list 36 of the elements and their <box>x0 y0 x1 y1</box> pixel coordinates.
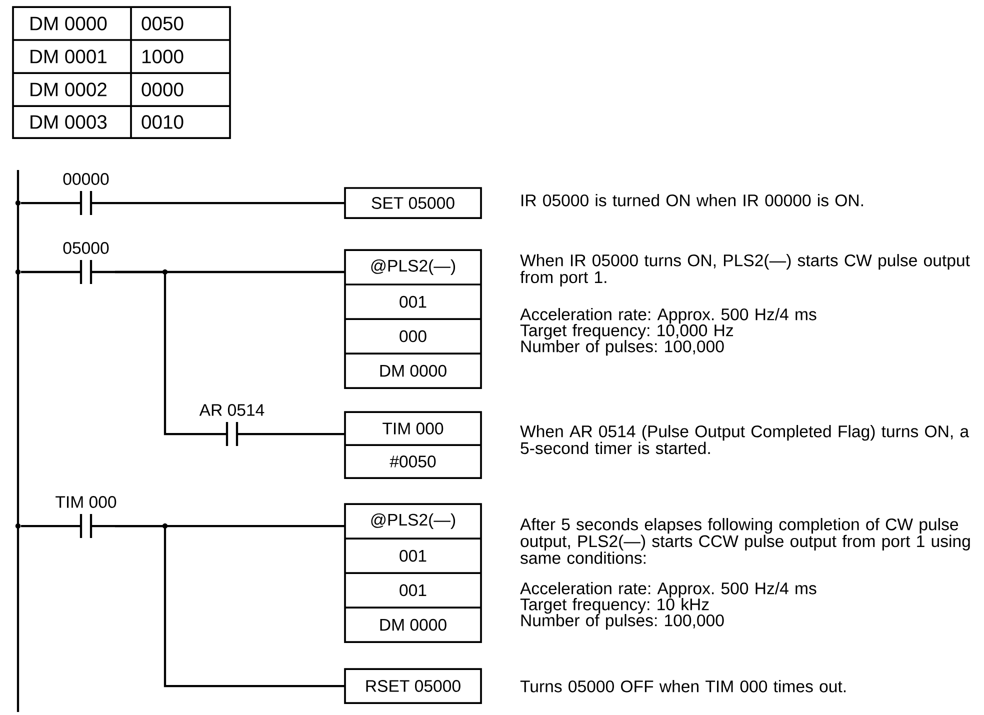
wire <box>261 432 345 436</box>
description-text: When AR 0514 (Pulse Output Completed Flag) turns ON, a 5-second timer is started. <box>520 425 970 454</box>
contact: AR 0514 <box>199 404 264 446</box>
wire <box>20 202 59 204</box>
table-cell-text: DM 0003 <box>30 115 107 129</box>
description-text: After 5 seconds elapses following completion of CW pulse output, PLS2(—) starts CCW pulse output from port 1 using same conditions: <box>520 518 970 564</box>
instruction-box: @PLS2(—) 001 001 DM 0000 <box>344 503 482 643</box>
description-text: Acceleration rate: Approx. 500 Hz/4 ms <box>520 308 816 324</box>
contact: 05000 <box>59 242 115 284</box>
instruction-box: TIM 000 #0050 <box>344 411 482 479</box>
description-text: Number of pulses: 100,000 <box>521 340 724 356</box>
description-text: IR 05000 is turned ON when IR 00000 is ON. <box>522 194 863 206</box>
power-rail <box>15 170 21 712</box>
table-cell-text: DM 0002 <box>30 82 106 96</box>
description-text: Number of pulses: 100,000 <box>521 614 724 630</box>
description-text: Target frequency: 10 kHz <box>520 598 709 614</box>
description-text: Target frequency: 10,000 Hz <box>520 324 733 340</box>
instruction-box: RSET 05000 <box>344 668 482 704</box>
description-text: Turns 05000 OFF when TIM 000 times out. <box>520 680 846 692</box>
description-text: When IR 05000 turns ON, PLS2(—) starts CW pulse output from port 1. <box>520 254 970 286</box>
table-cell-text: 1000 <box>142 50 184 64</box>
table-cell-text: 0000 <box>142 82 184 96</box>
instruction-box: @PLS2(—) 001 000 DM 0000 <box>344 249 482 389</box>
contact: 00000 <box>59 173 115 215</box>
table-cell-text: DM 0000 <box>30 16 107 30</box>
wire <box>115 270 205 436</box>
wire <box>115 524 345 688</box>
table-cell-text: 0010 <box>142 115 184 129</box>
instruction-box: SET 05000 <box>344 187 482 219</box>
description-text: Acceleration rate: Approx. 500 Hz/4 ms <box>520 582 816 598</box>
contact: TIM 000 <box>56 496 116 538</box>
wire <box>20 270 59 274</box>
wire <box>20 524 59 528</box>
table-cell-text: 0050 <box>142 16 184 30</box>
wire <box>115 202 345 204</box>
table-cell-text: DM 0001 <box>30 50 106 64</box>
